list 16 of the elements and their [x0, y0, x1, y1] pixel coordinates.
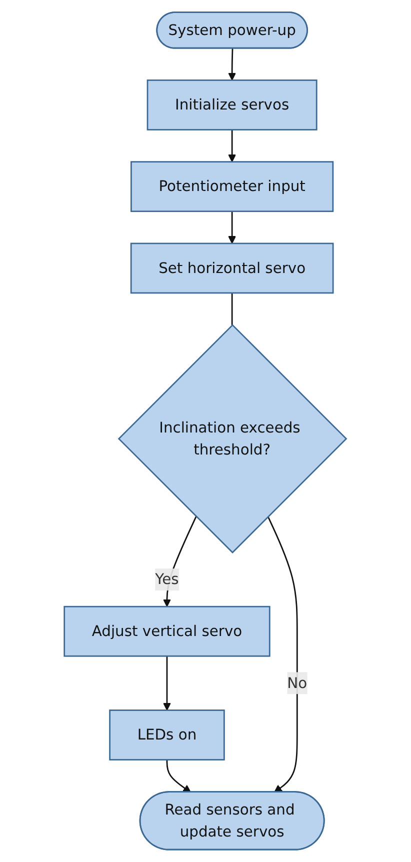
- node-box: Potentiometer input: [130, 161, 334, 212]
- connector: [232, 292, 233, 326]
- arrow: [228, 48, 236, 81]
- node-diamond: Inclination exceeds threshold?: [118, 324, 348, 554]
- node-box: LEDs on: [109, 710, 226, 760]
- edge-label: No: [287, 674, 308, 692]
- arrow: [163, 516, 197, 607]
- node-box: Initialize servos: [147, 80, 318, 130]
- edge-label: Yes: [155, 570, 180, 588]
- node-box: Adjust vertical servo: [64, 606, 271, 657]
- arrow: [228, 130, 236, 162]
- arrow: [163, 656, 172, 711]
- arrow: [228, 211, 236, 244]
- node-box: Set horizontal servo: [130, 242, 334, 294]
- arrow: [268, 516, 298, 793]
- arrow: [166, 760, 192, 793]
